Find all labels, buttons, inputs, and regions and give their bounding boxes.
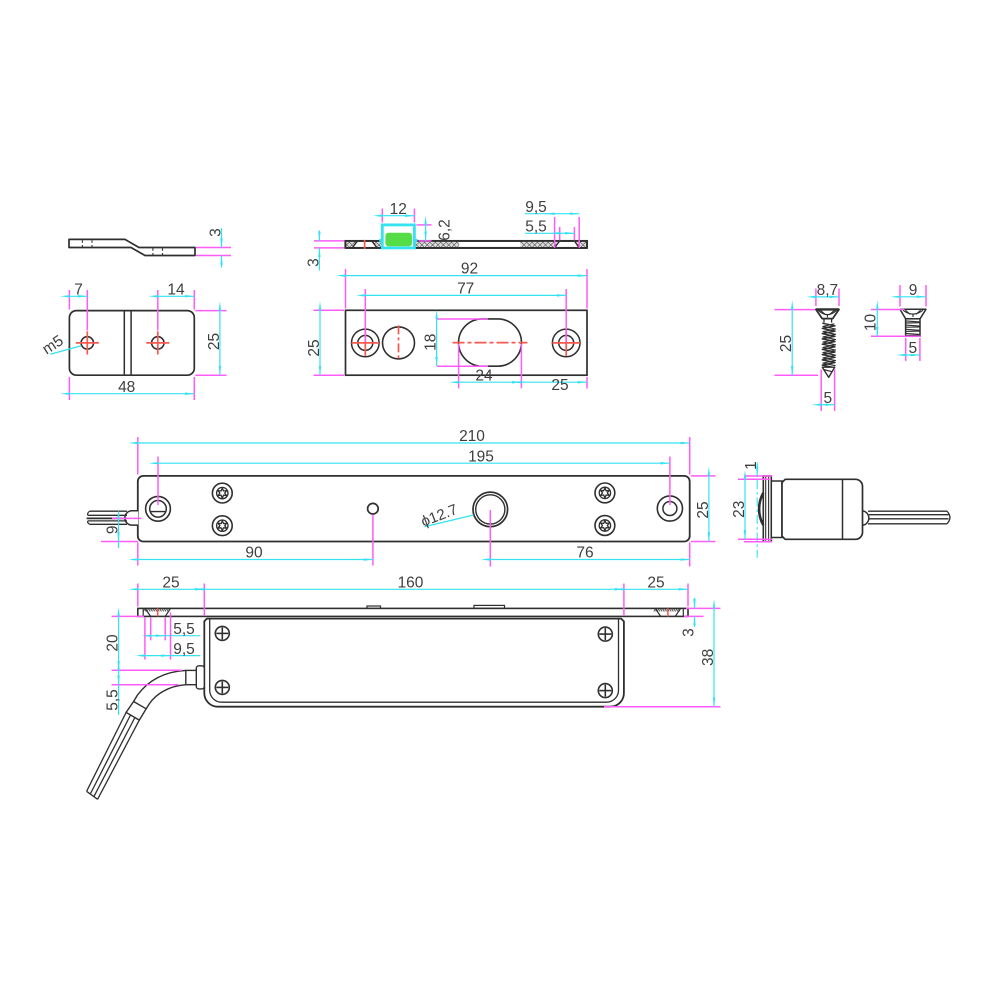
svg-text:48: 48 <box>118 379 135 396</box>
svg-text:18: 18 <box>423 334 440 351</box>
svg-text:1: 1 <box>743 461 760 470</box>
svg-text:210: 210 <box>459 428 485 445</box>
svg-text:25: 25 <box>162 575 179 592</box>
svg-text:24: 24 <box>475 367 493 384</box>
svg-text:7: 7 <box>74 281 83 298</box>
svg-text:92: 92 <box>461 261 478 278</box>
svg-text:5: 5 <box>823 390 832 407</box>
svg-text:25: 25 <box>695 501 712 518</box>
svg-text:76: 76 <box>576 545 593 562</box>
svg-text:5,5: 5,5 <box>173 621 195 638</box>
svg-text:38: 38 <box>700 649 717 666</box>
svg-text:5: 5 <box>908 340 917 357</box>
svg-text:9,5: 9,5 <box>173 641 195 658</box>
svg-text:8,7: 8,7 <box>817 282 839 299</box>
svg-text:12: 12 <box>390 201 407 218</box>
svg-text:25: 25 <box>778 335 795 352</box>
svg-text:25: 25 <box>647 575 664 592</box>
svg-text:25: 25 <box>206 333 223 350</box>
svg-text:3: 3 <box>208 228 225 237</box>
svg-text:20: 20 <box>105 634 122 652</box>
svg-text:90: 90 <box>245 545 263 562</box>
svg-text:6,2: 6,2 <box>437 219 454 241</box>
svg-text:5,5: 5,5 <box>105 689 122 711</box>
svg-text:160: 160 <box>398 575 424 592</box>
svg-text:9,5: 9,5 <box>525 199 547 216</box>
svg-text:3: 3 <box>306 258 323 267</box>
svg-text:23: 23 <box>731 501 748 518</box>
svg-text:9: 9 <box>105 525 122 534</box>
svg-text:m5: m5 <box>39 332 66 358</box>
svg-text:25: 25 <box>551 377 568 394</box>
svg-text:25: 25 <box>306 339 323 356</box>
svg-text:14: 14 <box>167 281 185 298</box>
svg-text:10: 10 <box>863 314 880 332</box>
svg-text:5,5: 5,5 <box>525 219 547 236</box>
svg-text:3: 3 <box>681 628 698 637</box>
svg-text:195: 195 <box>468 448 494 465</box>
svg-text:9: 9 <box>909 282 918 299</box>
svg-text:77: 77 <box>457 281 474 298</box>
